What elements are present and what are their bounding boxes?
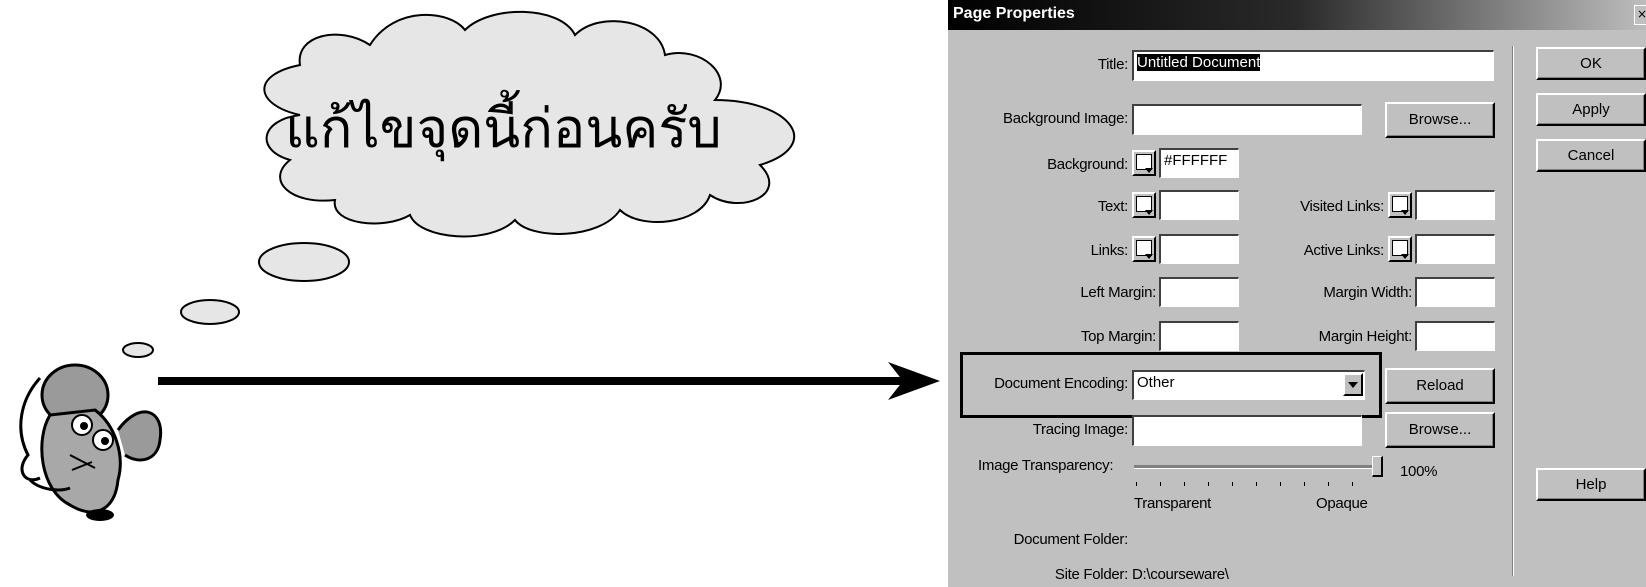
tracing-image-label: Tracing Image: — [1032, 421, 1129, 438]
links-color-picker[interactable] — [1132, 236, 1156, 262]
margin-height-field[interactable] — [1415, 321, 1495, 351]
slider-ticks — [1136, 482, 1376, 486]
active-links-color-picker[interactable] — [1388, 236, 1412, 262]
cancel-button[interactable]: Cancel — [1536, 139, 1646, 172]
title-field[interactable]: Untitled Document — [1132, 50, 1494, 81]
browse-tracing-label: Browse... — [1408, 421, 1472, 438]
margin-height-label: Margin Height: — [1318, 328, 1413, 345]
top-margin-field[interactable] — [1159, 321, 1239, 351]
background-color-field[interactable]: #FFFFFF — [1159, 148, 1239, 178]
thought-bubble-small — [122, 342, 154, 358]
text-color-picker[interactable] — [1132, 192, 1156, 218]
ok-button[interactable]: OK — [1536, 47, 1646, 80]
tracing-image-field[interactable] — [1132, 415, 1362, 446]
active-links-field[interactable] — [1415, 234, 1495, 264]
mouse-character — [19, 363, 163, 521]
page-properties-dialog: Page Properties × Title: Untitled Docume… — [948, 0, 1646, 587]
slider-left-caption: Transparent — [1134, 495, 1212, 512]
vertical-separator — [1512, 46, 1514, 576]
close-icon[interactable]: × — [1634, 5, 1646, 25]
apply-button[interactable]: Apply — [1536, 93, 1646, 126]
site-folder-label: Site Folder: — [1054, 566, 1128, 583]
ok-label: OK — [1580, 55, 1602, 72]
thought-bubble-large — [258, 242, 350, 282]
image-transparency-label: Image Transparency: — [978, 457, 1114, 474]
document-encoding-select[interactable]: Other — [1132, 370, 1365, 400]
document-encoding-label: Document Encoding: — [994, 375, 1128, 392]
links-color-field[interactable] — [1159, 234, 1239, 264]
background-image-label: Background Image: — [1003, 110, 1128, 127]
title-bar[interactable]: Page Properties × — [948, 0, 1646, 30]
margin-width-field[interactable] — [1415, 277, 1495, 307]
reload-button[interactable]: Reload — [1385, 368, 1495, 404]
top-margin-label: Top Margin: — [1080, 328, 1156, 345]
cartoon-illustration — [19, 10, 940, 521]
cancel-label: Cancel — [1567, 147, 1615, 164]
links-color-label: Links: — [1090, 242, 1129, 259]
title-label: Title: — [1097, 56, 1128, 73]
slider-right-caption: Opaque — [1316, 495, 1368, 512]
transparency-slider-thumb[interactable] — [1372, 456, 1383, 477]
background-image-field[interactable] — [1132, 104, 1362, 135]
browse-tracing-button[interactable]: Browse... — [1385, 412, 1495, 448]
help-label: Help — [1575, 476, 1607, 493]
pointer-arrow-head — [888, 362, 940, 400]
site-folder-value: D:\courseware\ — [1132, 566, 1229, 583]
dialog-title: Page Properties — [953, 5, 1075, 22]
transparency-slider-track[interactable] — [1134, 465, 1374, 469]
background-color-picker[interactable] — [1132, 150, 1156, 176]
left-margin-field[interactable] — [1159, 277, 1239, 307]
visited-links-label: Visited Links: — [1300, 198, 1384, 215]
text-color-field[interactable] — [1159, 190, 1239, 220]
active-links-label: Active Links: — [1303, 242, 1385, 259]
background-label: Background: — [1047, 156, 1128, 173]
browse-background-button[interactable]: Browse... — [1385, 102, 1495, 138]
thought-cloud — [263, 10, 795, 238]
dropdown-arrow-icon[interactable] — [1343, 373, 1363, 396]
transparency-value: 100% — [1400, 463, 1438, 480]
left-margin-label: Left Margin: — [1080, 284, 1156, 301]
visited-links-color-picker[interactable] — [1388, 192, 1412, 218]
text-color-label: Text: — [1097, 198, 1128, 215]
document-folder-label: Document Folder: — [1013, 531, 1129, 548]
document-encoding-value: Other — [1137, 374, 1175, 391]
thought-bubble-medium — [180, 299, 240, 325]
reload-label: Reload — [1416, 377, 1464, 394]
help-button[interactable]: Help — [1536, 468, 1646, 501]
apply-label: Apply — [1572, 101, 1610, 118]
callout-text: แก้ไขจุดนี้ก่อนครับ — [285, 97, 722, 160]
visited-links-field[interactable] — [1415, 190, 1495, 220]
title-value: Untitled Document — [1137, 54, 1261, 71]
browse-background-label: Browse... — [1408, 111, 1472, 128]
margin-width-label: Margin Width: — [1323, 284, 1412, 301]
